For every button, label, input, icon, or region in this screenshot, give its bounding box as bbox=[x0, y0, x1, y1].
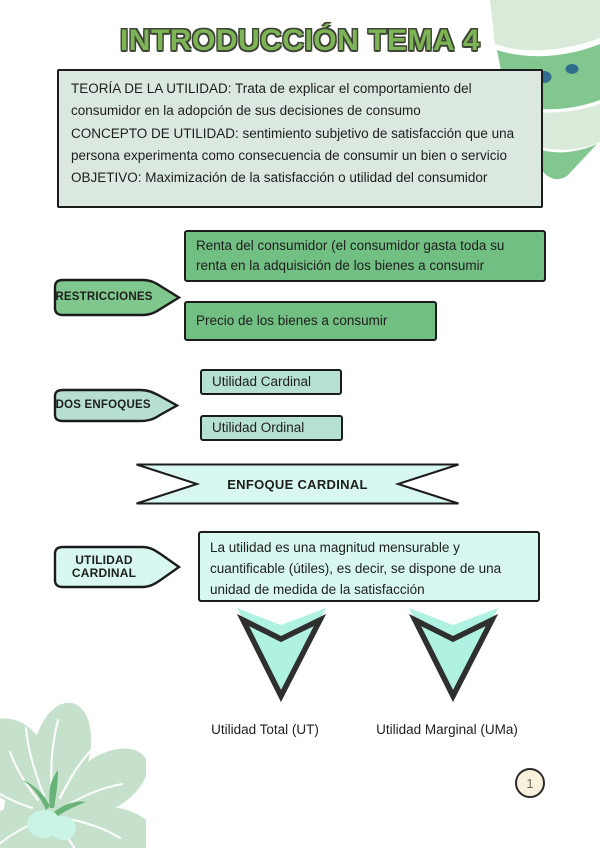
page-number: 1 bbox=[526, 775, 534, 791]
utilidad-marginal-label: Utilidad Marginal (UMa) bbox=[376, 722, 518, 737]
utilidad-cardinal-text: Utilidad Cardinal bbox=[212, 374, 312, 389]
intro-definitions-box: TEORÍA DE LA UTILIDAD: Trata de explicar… bbox=[57, 69, 543, 208]
objetivo-text: OBJETIVO: Maximización de la satisfacció… bbox=[71, 170, 488, 186]
utilidad-cardinal-badge-label: UTILIDAD CARDINAL bbox=[71, 552, 137, 580]
flower-calyx bbox=[22, 770, 86, 816]
precio-text: Precio de los bienes a consumir bbox=[196, 313, 388, 328]
flower-decoration bbox=[0, 702, 146, 848]
teoria-utilidad-text: TEORÍA DE LA UTILIDAD: Trata de explicar… bbox=[71, 81, 472, 119]
utilidad-ordinal-box: Utilidad Ordinal bbox=[200, 415, 343, 441]
utilidad-cardinal-definition-box: La utilidad es una magnitud mensurable y… bbox=[198, 531, 540, 602]
renta-text: Renta del consumidor (el consumidor gast… bbox=[196, 238, 505, 273]
leaf-decoration bbox=[490, 0, 600, 180]
utilidad-cardinal-badge: UTILIDAD CARDINAL bbox=[52, 545, 182, 589]
down-arrow-icon bbox=[408, 608, 499, 702]
utilidad-total-label: Utilidad Total (UT) bbox=[211, 722, 319, 737]
utilidad-cardinal-definition-text: La utilidad es una magnitud mensurable y… bbox=[210, 540, 502, 597]
concepto-utilidad-text: CONCEPTO DE UTILIDAD: sentimiento subjet… bbox=[71, 125, 515, 163]
dos-enfoques-label: DOS ENFOQUES bbox=[55, 398, 151, 411]
pointed-badge-shape bbox=[53, 278, 182, 317]
page-title: INTRODUCCIÓN TEMA 4 bbox=[119, 24, 481, 57]
utilidad-ordinal-text: Utilidad Ordinal bbox=[212, 420, 305, 435]
page-number-badge: 1 bbox=[515, 768, 545, 798]
restricciones-label: RESTRICCIONES bbox=[55, 290, 153, 303]
dos-enfoques-badge: DOS ENFOQUES bbox=[52, 388, 180, 423]
enfoque-cardinal-label: ENFOQUE CARDINAL bbox=[227, 476, 368, 492]
renta-box: Renta del consumidor (el consumidor gast… bbox=[184, 230, 546, 282]
restricciones-badge: RESTRICCIONES bbox=[52, 278, 182, 317]
utilidad-cardinal-box: Utilidad Cardinal bbox=[200, 369, 342, 395]
down-arrow-icon bbox=[236, 608, 327, 702]
precio-box: Precio de los bienes a consumir bbox=[184, 301, 437, 341]
flower-center bbox=[27, 810, 76, 840]
pointed-badge-shape bbox=[53, 388, 180, 423]
ribbon-shape bbox=[136, 463, 459, 505]
pointed-badge-shape bbox=[53, 545, 182, 589]
enfoque-cardinal-banner: ENFOQUE CARDINAL bbox=[135, 463, 460, 505]
